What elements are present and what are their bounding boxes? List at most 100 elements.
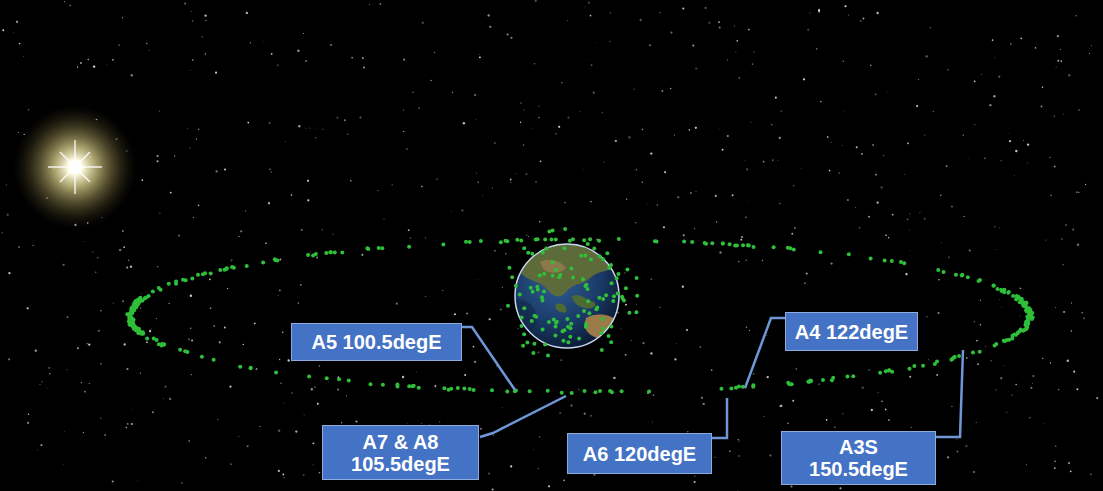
star [488, 472, 490, 474]
satellite-dot [127, 315, 131, 319]
star [570, 405, 572, 407]
star [800, 168, 802, 170]
star [818, 383, 820, 385]
star [277, 295, 279, 297]
star [123, 246, 125, 248]
star [229, 386, 231, 388]
satellite-dot [883, 258, 887, 262]
star [775, 97, 777, 99]
satellite-dot [999, 288, 1003, 292]
star [322, 129, 323, 130]
star [204, 15, 206, 17]
star [718, 21, 720, 23]
star [826, 419, 828, 421]
star [1023, 140, 1024, 141]
star [525, 173, 527, 175]
satellite-dot [530, 319, 534, 323]
star [848, 14, 849, 15]
star [699, 346, 701, 348]
satellite-dot [936, 268, 940, 272]
satellite-dot [328, 250, 332, 254]
star [363, 67, 365, 69]
star [518, 328, 519, 329]
satellite-dot [831, 376, 835, 380]
star [539, 436, 540, 437]
star [650, 352, 652, 354]
star [538, 468, 539, 469]
star [868, 369, 870, 371]
satellite-dot [190, 277, 194, 281]
star [659, 12, 660, 13]
satellite-dot [821, 378, 825, 382]
star [18, 246, 19, 247]
star [515, 173, 517, 175]
star [350, 180, 352, 182]
star [156, 155, 158, 157]
star [278, 430, 280, 432]
satellite-dot [609, 325, 613, 329]
star [956, 438, 958, 440]
star [403, 110, 404, 111]
star [1067, 360, 1069, 362]
star [308, 127, 310, 129]
star [309, 252, 310, 253]
star [996, 249, 997, 250]
star [307, 199, 309, 201]
satellite-dot [530, 252, 534, 256]
satellite-dot [634, 310, 638, 314]
satellite-dot [145, 336, 149, 340]
star [928, 359, 930, 361]
satellite-dot [907, 367, 911, 371]
satellite-dot [589, 258, 593, 262]
star [993, 95, 995, 97]
satellite-dot [635, 294, 639, 298]
star [215, 72, 217, 74]
satellite-dot [212, 358, 216, 362]
star [224, 168, 226, 170]
star [885, 235, 887, 237]
star [727, 135, 729, 137]
star [406, 148, 408, 150]
star [674, 134, 675, 135]
star [63, 463, 65, 465]
star [642, 342, 644, 344]
star [466, 209, 468, 211]
star [466, 312, 468, 314]
star [280, 382, 282, 384]
label-text: A6 120degE [583, 443, 696, 465]
satellite-dot [635, 276, 639, 280]
satellite-dot [347, 378, 351, 382]
satellite-dot [368, 382, 372, 386]
satellite-dot [558, 273, 562, 277]
satellite-dot [261, 260, 265, 264]
star [749, 330, 750, 331]
star [624, 272, 626, 274]
star [301, 229, 303, 231]
star [767, 376, 769, 378]
satellite-dot [462, 387, 466, 391]
sun-core [68, 160, 82, 174]
satellite-dot [729, 387, 733, 391]
star [35, 350, 37, 352]
star [842, 413, 843, 414]
star [640, 19, 642, 21]
star [98, 330, 100, 332]
star [839, 487, 841, 489]
star [300, 284, 302, 286]
star [295, 430, 297, 432]
satellite-dot [616, 272, 620, 276]
star [425, 296, 427, 298]
satellite-dot [249, 366, 253, 370]
star [502, 287, 503, 288]
star [861, 153, 863, 155]
satellite-dot [562, 328, 566, 332]
satellite-dot [183, 349, 187, 353]
satellite-dot [949, 358, 953, 362]
star [1071, 330, 1073, 332]
satellite-dot [534, 238, 538, 242]
star [870, 64, 872, 66]
star [818, 11, 820, 13]
satellite-dot [601, 297, 605, 301]
star [1049, 157, 1050, 158]
star [100, 417, 101, 418]
